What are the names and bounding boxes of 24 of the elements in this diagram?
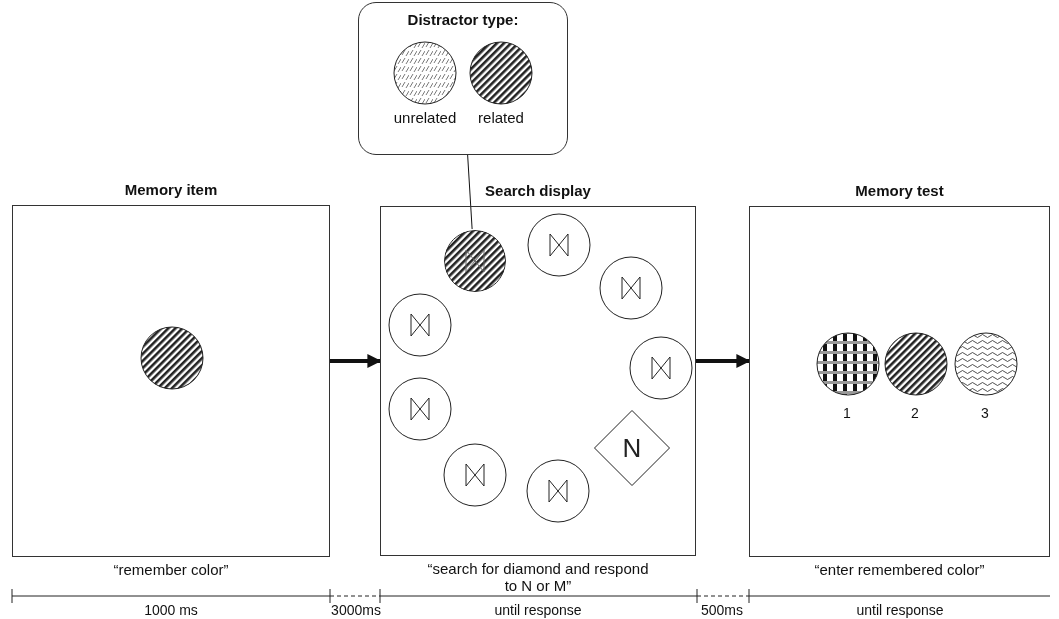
arrow bbox=[330, 354, 382, 368]
option-number: 2 bbox=[911, 405, 919, 421]
duration-label: until response bbox=[856, 602, 944, 618]
panel-heading: Memory item bbox=[124, 181, 218, 199]
callout-heading: Distractor type: bbox=[407, 11, 519, 29]
hatched-distractor-circle bbox=[444, 230, 506, 292]
duration-label: 1000 ms bbox=[144, 602, 198, 618]
instruction-caption: “remember color” bbox=[113, 561, 229, 578]
leader-line bbox=[467, 154, 473, 230]
duration-label: until response bbox=[494, 602, 582, 618]
callout-box bbox=[358, 2, 568, 155]
distractor-label: unrelated bbox=[393, 109, 457, 127]
duration-label: 500ms bbox=[701, 602, 743, 618]
panel-heading: Memory test bbox=[855, 182, 944, 200]
panel-heading: Search display bbox=[485, 182, 591, 200]
target-letter: N bbox=[622, 435, 642, 461]
target-diamond bbox=[594, 410, 670, 486]
duration-label: 3000ms bbox=[331, 602, 381, 618]
option-number: 3 bbox=[981, 405, 989, 421]
instruction-caption: “enter remembered color” bbox=[814, 561, 985, 578]
arrow bbox=[696, 354, 751, 368]
instruction-caption: “search for diamond and respond to N or M” bbox=[426, 560, 650, 594]
option-number: 1 bbox=[843, 405, 851, 421]
distractor-label: related bbox=[478, 109, 524, 127]
